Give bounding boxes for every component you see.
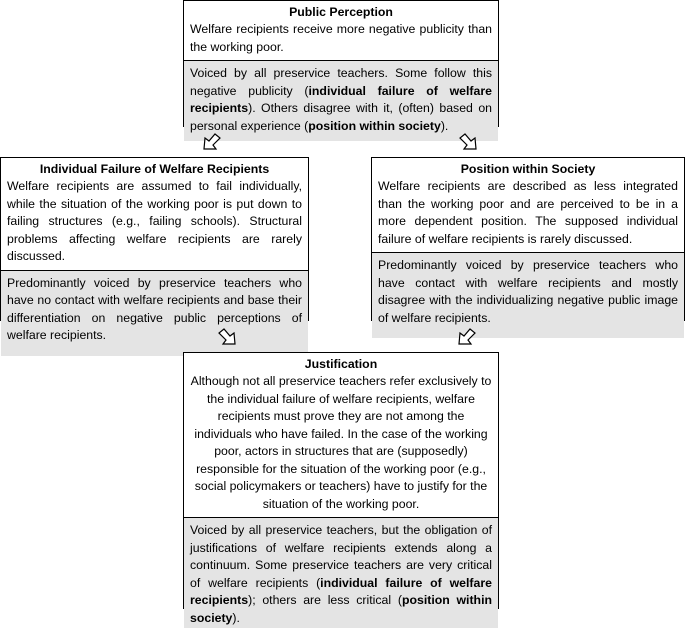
justification-voice-text: Voiced by all preservice teachers, but t… [190,522,492,627]
text-run: ); others are less critical ( [248,593,402,607]
position-society-top: Position within Society Welfare recipien… [372,158,684,253]
justification-text: Although not all preservice teachers ref… [190,374,492,511]
justification-box: Justification Although not all preservic… [183,352,499,628]
text-run: Voiced by all preservice teachers, but t… [190,523,492,590]
text-run: Predominantly voiced by preservice teach… [378,258,678,325]
text-run: Predominantly voiced by preservice teach… [7,275,302,343]
public-perception-voice-text: Voiced by all preservice teachers. Some … [190,65,492,135]
arrow-down-left-icon [203,133,221,150]
position-society-voice-text: Predominantly voiced by preservice teach… [378,257,678,327]
emphasis-term: individual failure of welfare recipients [190,83,492,116]
individual-failure-box: Individual Failure of Welfare Recipients… [0,157,309,356]
individual-failure-text: Welfare recipients are assumed to fail i… [7,179,302,263]
text-run: ). Others disagree with it, (often) base… [190,101,492,133]
arrow-down-right-icon [218,328,236,345]
public-perception-voice: Voiced by all preservice teachers. Some … [184,61,498,141]
public-perception-title: Public Perception [289,5,393,19]
public-perception-text: Welfare recipients receive more negative… [190,22,492,54]
justification-voice: Voiced by all preservice teachers, but t… [184,518,498,628]
position-society-box: Position within Society Welfare recipien… [371,157,685,338]
text-run: Voiced by all preservice teachers. Some … [190,66,492,98]
emphasis-term: position within society [308,118,441,133]
justification-title: Justification [304,357,378,371]
justification-top: Justification Although not all preservic… [184,353,498,518]
position-society-title: Position within Society [460,162,596,176]
arrow-down-left-icon [458,328,476,345]
emphasis-term: individual failure of welfare recipients [190,575,492,608]
arrow-down-right-icon [459,133,477,150]
individual-failure-title: Individual Failure of Welfare Recipients [39,162,270,176]
position-society-text: Welfare recipients are described as less… [378,179,678,246]
individual-failure-top: Individual Failure of Welfare Recipients… [1,158,308,271]
text-run: ). [440,118,449,133]
public-perception-top: Public Perception Welfare recipients rec… [184,1,498,61]
position-society-voice: Predominantly voiced by preservice teach… [372,253,684,338]
text-run: ). [232,610,240,625]
public-perception-box: Public Perception Welfare recipients rec… [183,0,499,141]
individual-failure-voice: Predominantly voiced by preservice teach… [1,270,308,356]
individual-failure-voice-text: Predominantly voiced by preservice teach… [7,275,302,345]
